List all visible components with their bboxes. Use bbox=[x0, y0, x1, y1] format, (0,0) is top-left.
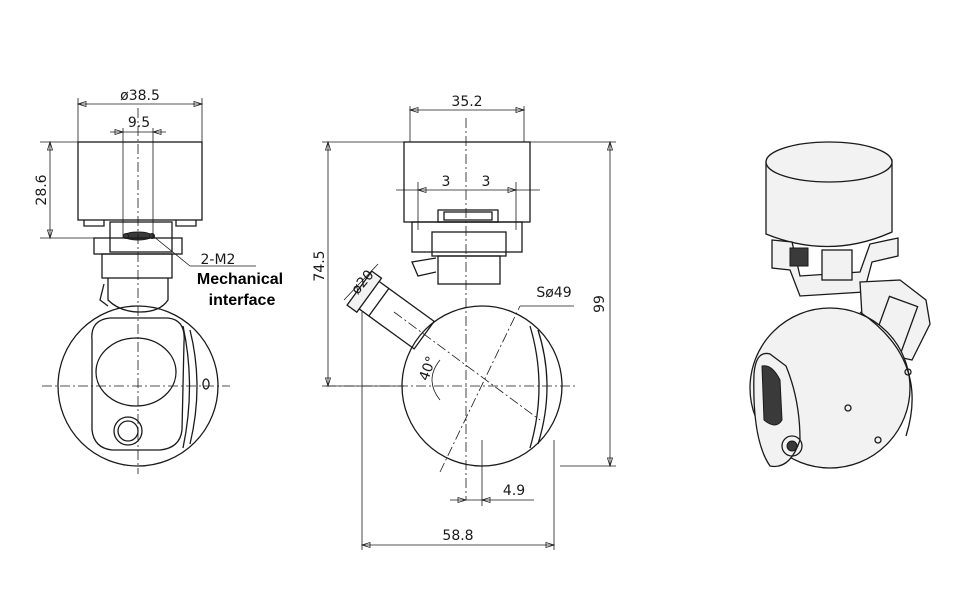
screw-label: 2-M2 bbox=[201, 252, 236, 268]
dim-side-height-mount: 74.5 bbox=[312, 250, 328, 281]
iso-damper-body bbox=[765, 159, 893, 248]
dim-front-diameter: ø38.5 bbox=[120, 88, 160, 104]
dim-ball-diameter: Sø49 bbox=[536, 285, 571, 301]
front-lens-housing bbox=[91, 317, 185, 451]
front-damper-body bbox=[77, 141, 203, 221]
dim-front-height: 28.6 bbox=[34, 174, 50, 205]
dim-side-right-offset: 3 bbox=[482, 174, 491, 190]
dim-offset: 4.9 bbox=[503, 483, 525, 499]
dim-total-width: 58.8 bbox=[442, 528, 473, 544]
front-view: ø38.5 9.5 28.6 2-M2 Mechanical interface bbox=[34, 88, 283, 474]
annotation-line-2: interface bbox=[209, 292, 276, 309]
dim-total-height: 99 bbox=[592, 295, 608, 313]
front-small-lens bbox=[113, 416, 143, 446]
annotation-line-1: Mechanical bbox=[197, 271, 283, 288]
side-view: 40° 35.2 3 3 74.5 ø20 Sø49 99 bbox=[312, 94, 616, 550]
dim-side-left-offset: 3 bbox=[442, 174, 451, 190]
dim-side-width: 35.2 bbox=[451, 94, 482, 110]
front-main-lens bbox=[95, 337, 177, 407]
side-lens-barrel bbox=[346, 270, 436, 350]
iso-small-lens bbox=[781, 435, 803, 457]
dim-front-width: 9.5 bbox=[128, 115, 150, 131]
isometric-view bbox=[749, 141, 931, 469]
dim-tilt-angle: 40° bbox=[416, 354, 440, 383]
